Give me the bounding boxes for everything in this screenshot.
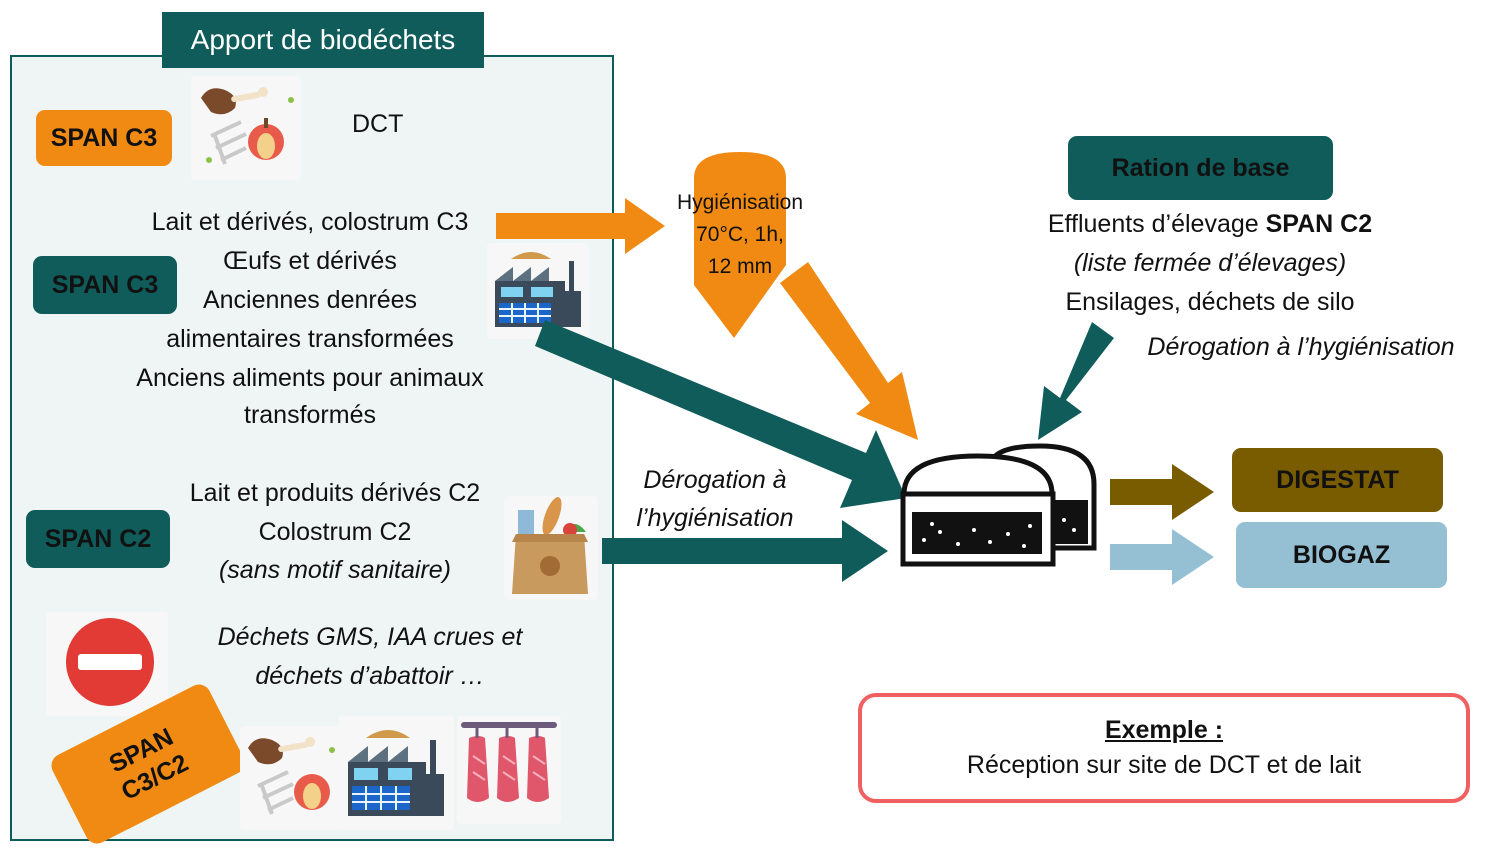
factory-icon-2: [338, 716, 454, 830]
span-c3-badge-dct: SPAN C3: [36, 110, 172, 166]
arrow-to-digestat: [1110, 464, 1214, 520]
arrow-ration-to-digester: [1038, 322, 1114, 440]
group4-line1: Déchets GMS, IAA crues et: [217, 623, 523, 651]
dct-label: DCT: [352, 110, 404, 138]
group3-line2: Colostrum C2: [258, 518, 412, 546]
factory-icon: [487, 243, 589, 339]
hygienisation-line2: 70°C, 1h,: [696, 223, 784, 246]
food-waste-icon-2: [240, 726, 340, 830]
hanging-meat-icon: [457, 716, 561, 824]
example-title: Exemple :: [1104, 716, 1224, 744]
group3-line3: (sans motif sanitaire): [218, 556, 452, 584]
arrow-group2-to-digester: [535, 320, 906, 508]
example-text: Réception sur site de DCT et de lait: [966, 751, 1362, 779]
biogaz-box: BIOGAZ: [1236, 522, 1447, 588]
span-c2-badge: SPAN C2: [26, 510, 170, 568]
group2-line1: Lait et dérivés, colostrum C3: [151, 208, 469, 236]
arrow-group3-to-digester: [602, 520, 888, 582]
grocery-bag-icon: [504, 496, 598, 600]
group2-line2: Œufs et dérivés: [223, 247, 397, 275]
ration-line1: Effluents d’élevage SPAN C2: [990, 205, 1430, 243]
derogation-left-line1: Dérogation à: [643, 466, 787, 494]
span-c3-badge-transformed: SPAN C3: [33, 256, 177, 314]
arrow-to-hygienisation: [496, 198, 665, 254]
hygienisation-text: Hygiénisation 70°C, 1h, 12 mm: [650, 187, 830, 283]
group2-line6: transformés: [244, 401, 376, 429]
no-entry-icon: [46, 612, 168, 716]
digestat-box: DIGESTAT: [1232, 448, 1443, 512]
group2-line5: Anciens aliments pour animaux: [136, 364, 484, 392]
hygienisation-shape: [694, 152, 786, 338]
arrow-to-biogaz: [1110, 529, 1214, 585]
ration-de-base-box: Ration de base: [1068, 136, 1333, 200]
derogation-left-line2: l’hygiénisation: [636, 504, 794, 532]
ration-line3: Ensilages, déchets de silo: [1065, 288, 1355, 316]
group2-line3: Anciennes denrées: [202, 286, 418, 314]
hygienisation-line3: 12 mm: [707, 255, 773, 278]
ration-line1-prefix: Effluents d’élevage: [1047, 210, 1266, 238]
ration-derogation: Dérogation à l’hygiénisation: [1147, 333, 1455, 361]
digester-icon: [900, 443, 1097, 567]
group2-line4: alimentaires transformées: [166, 325, 454, 353]
group3-line1: Lait et produits dérivés C2: [189, 479, 481, 507]
arrow-hygienisation-to-digester: [780, 262, 918, 440]
ration-line2: (liste fermée d’élevages): [1073, 249, 1347, 277]
group4-line2: déchets d’abattoir …: [255, 662, 485, 690]
food-waste-icon: [191, 76, 301, 180]
example-box: Exemple : Réception sur site de DCT et d…: [858, 693, 1470, 803]
hygienisation-line1: Hygiénisation: [676, 191, 804, 214]
panel-title: Apport de biodéchets: [162, 12, 484, 68]
ration-line1-bold: SPAN C2: [1265, 210, 1373, 238]
